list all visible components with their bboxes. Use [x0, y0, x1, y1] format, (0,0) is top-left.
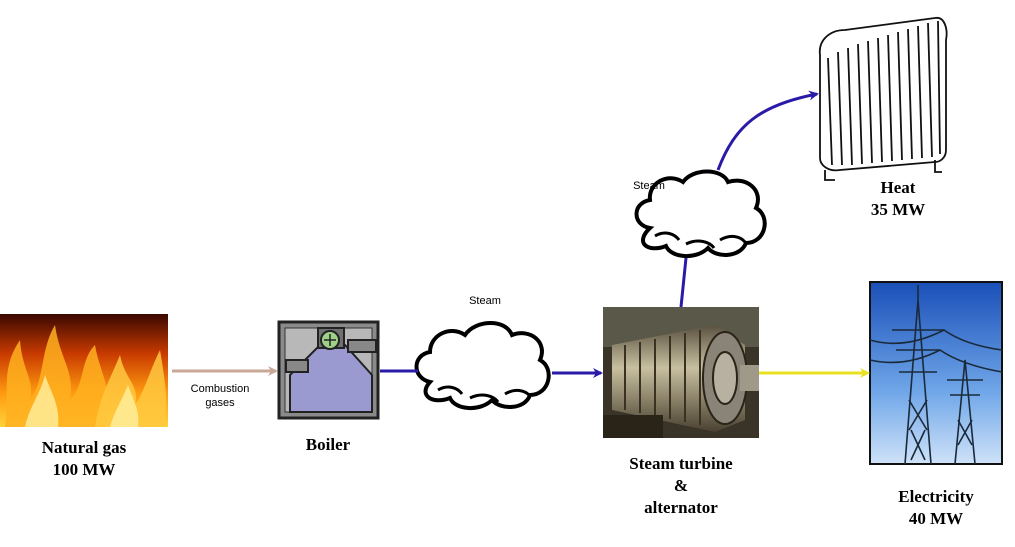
turbine-line1: Steam turbine [629, 454, 733, 473]
natural-gas-name: Natural gas [41, 438, 127, 457]
combustion-gases-label: Combustion gases [176, 382, 264, 410]
steam-main-label: Steam [469, 295, 501, 307]
pylon-icon [869, 281, 1003, 465]
turbine-line2: & [673, 476, 689, 495]
boiler-label: Boiler [305, 435, 351, 454]
combustion-line1: Combustion [190, 383, 250, 395]
cloud-icon [414, 321, 551, 410]
heat-value: 35 MW [870, 200, 926, 219]
electricity-value: 40 MW [908, 509, 964, 528]
turbine-line3: alternator [644, 498, 718, 517]
turbine-steam-up-line [679, 257, 688, 308]
natural-gas-value: 100 MW [52, 460, 116, 479]
turbine-label: Steam turbine & alternator [606, 453, 756, 519]
steam-heat-label: Steam [633, 180, 665, 192]
electricity-label: Electricity 40 MW [876, 486, 996, 530]
heat-name: Heat [880, 178, 916, 197]
electricity-name: Electricity [898, 487, 974, 506]
turbine-icon [603, 307, 759, 438]
flame-icon [0, 314, 168, 427]
natural-gas-label: Natural gas 100 MW [14, 437, 154, 481]
radiator-icon [818, 17, 948, 181]
combustion-line2: gases [205, 397, 235, 409]
heat-label: Heat 35 MW [848, 177, 948, 221]
cloud-icon [634, 169, 767, 258]
steam-to-heat-arrow [716, 90, 819, 171]
boiler-icon [277, 320, 380, 420]
